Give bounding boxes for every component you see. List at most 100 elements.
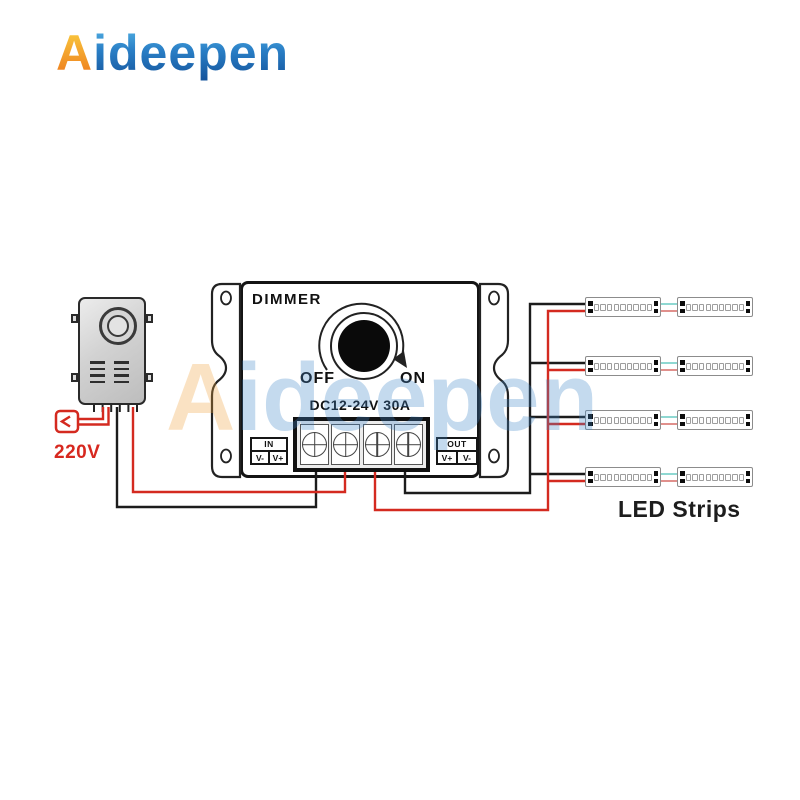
led-strip-row [585,297,753,317]
screw-icon [333,432,359,457]
in-label: IN [252,439,286,452]
led-chip [613,362,620,370]
led-chip [633,362,639,370]
led-chip [606,416,613,424]
in-terminal-label-box: IN V- V+ [250,437,288,465]
led-chip [718,416,725,424]
led-chip [633,303,639,311]
led-chip [593,416,600,424]
dimmer-to-strips-positive-bus [373,309,585,512]
solder-pads [653,414,658,426]
screw-icon [364,432,390,457]
solder-pads [653,301,658,313]
led-chip [685,303,692,311]
led-strip-segment [677,297,753,317]
led-chip [633,416,639,424]
link-wire-cyan [661,361,677,364]
led-array [685,303,746,311]
solder-pads [653,360,658,372]
power-supply [71,297,153,405]
solder-pads [680,360,685,372]
solder-pads [588,360,593,372]
solder-pads [588,471,593,483]
in-vplus-label: V+ [272,453,284,463]
solder-pads [653,471,658,483]
led-chip [712,416,718,424]
brand-logo-rest: ideepen [93,25,290,81]
led-chip [646,416,653,424]
psu-to-dimmer-negative-wire [115,407,318,509]
led-array [685,362,746,370]
led-chip [732,416,738,424]
led-chip [593,303,600,311]
led-chip [718,473,725,481]
led-chip [620,303,626,311]
led-strip-row [585,410,753,430]
led-chip [698,362,705,370]
led-chip [620,416,626,424]
led-chip [640,416,646,424]
led-chip [718,303,725,311]
solder-pads [745,301,750,313]
dimmer-knob-ring [330,312,398,380]
psu-mount-tab [146,314,153,323]
screw-terminal-in-vminus [300,424,329,465]
led-chip [738,303,745,311]
led-chip [698,303,705,311]
dimmer-knob [338,320,390,372]
psu-fan-icon [99,307,137,345]
led-chip [640,362,646,370]
link-wire-red [661,368,677,371]
screw-terminal-out-vminus [393,424,423,465]
led-array [593,303,654,311]
strip-link-wires [661,467,677,487]
solder-pads [745,360,750,372]
led-chip [626,416,633,424]
brand-logo-letter-a: A [56,25,94,81]
led-chip [692,303,698,311]
link-wire-red [661,309,677,312]
led-chip [633,473,639,481]
link-wire-cyan [661,302,677,305]
solder-pads [745,414,750,426]
led-chip [712,473,718,481]
dimmer-title: DIMMER [252,291,322,308]
dimmer-mount-ear-right [478,282,510,479]
knob-rotation-arrow-icon [318,302,407,371]
led-array [593,416,654,424]
led-strip-segment [585,297,661,317]
solder-pads [588,301,593,313]
dimmer-rating-label: DC12-24V 30A [309,397,411,413]
link-wire-red [661,479,677,482]
led-chip [620,473,626,481]
led-chip [613,303,620,311]
led-chip [725,473,731,481]
mains-cable-wire [79,407,110,426]
led-chip [705,416,712,424]
screw-icon [302,432,327,457]
strip-link-wires [661,410,677,430]
led-strip-segment [677,356,753,376]
led-chip [613,416,620,424]
terminal-block [293,417,430,472]
mains-plug-icon [54,407,110,434]
led-chip [606,303,613,311]
led-chip [606,362,613,370]
led-chip [712,303,718,311]
led-chip [718,362,725,370]
led-strip-segment [677,410,753,430]
link-wire-red [661,422,677,425]
strip-link-wires [661,297,677,317]
led-strip-segment [585,467,661,487]
led-chip [646,303,653,311]
led-chip [705,362,712,370]
led-chip [593,473,600,481]
led-chip [685,362,692,370]
led-chip [626,303,633,311]
mains-voltage-label: 220V [54,442,101,463]
led-chip [705,303,712,311]
led-chip [626,362,633,370]
out-vplus-label: V+ [438,452,458,465]
led-chip [600,473,606,481]
led-strip-segment [585,410,661,430]
